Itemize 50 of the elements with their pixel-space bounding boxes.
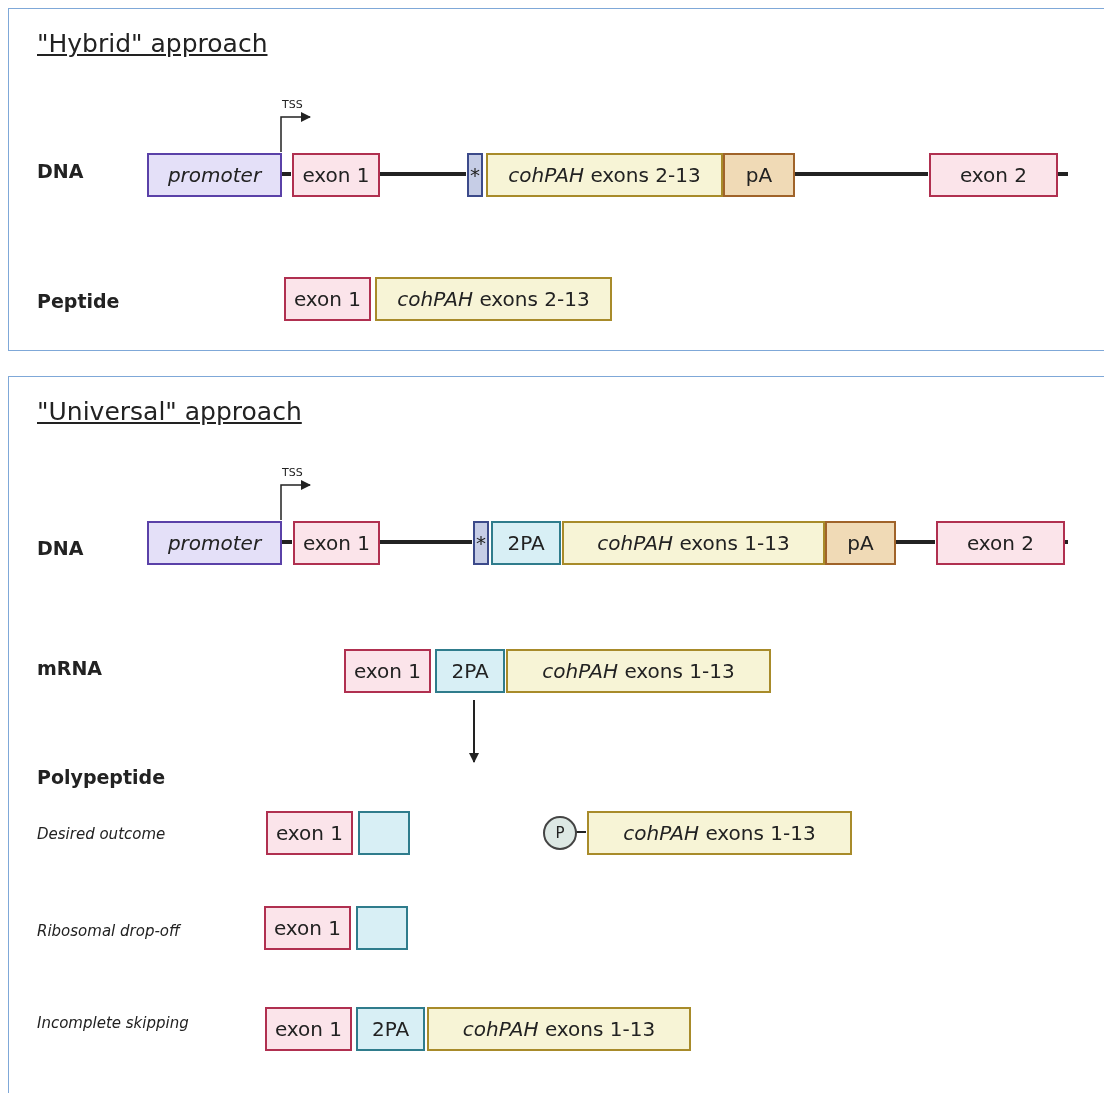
gene-box: cohPAH exons 1-13 (427, 1007, 691, 1051)
panel-title: "Universal" approach (37, 397, 302, 426)
peptide-box: 2PA (491, 521, 561, 565)
peptide-box: 2PA (435, 649, 505, 693)
tss-label: TSS (282, 466, 303, 479)
tss-label: TSS (282, 98, 303, 111)
gene-box: cohPAH exons 2-13 (375, 277, 612, 321)
exon-box: exon 1 (264, 906, 351, 950)
row-label: mRNA (37, 657, 103, 679)
arrow (469, 699, 479, 763)
empty-peptide-box (356, 906, 408, 950)
panel-title: "Hybrid" approach (37, 29, 268, 58)
panel-frame (8, 376, 1104, 1093)
dna-line (379, 172, 466, 176)
row-label: DNA (37, 160, 84, 182)
marker-box: * (467, 153, 483, 197)
promoter-box: promoter (147, 521, 282, 565)
connector-line (575, 831, 587, 833)
peptide-box: 2PA (356, 1007, 425, 1051)
exon-box: exon 1 (266, 811, 353, 855)
polya-box: pA (723, 153, 795, 197)
promoter-box: promoter (147, 153, 282, 197)
marker-box: * (473, 521, 489, 565)
gene-box: cohPAH exons 1-13 (562, 521, 825, 565)
row-label: Peptide (37, 290, 120, 312)
panel-frame (8, 8, 1104, 351)
outcome-label: Desired outcome (37, 825, 166, 843)
gene-box: cohPAH exons 1-13 (506, 649, 771, 693)
polya-box: pA (825, 521, 896, 565)
row-label: DNA (37, 537, 84, 559)
phosphate-circle: P (543, 816, 577, 850)
exon-box: exon 2 (936, 521, 1065, 565)
dna-line (281, 540, 292, 544)
dna-line (281, 172, 291, 176)
dna-line (379, 540, 472, 544)
dna-line (895, 540, 935, 544)
empty-peptide-box (358, 811, 410, 855)
gene-box: cohPAH exons 2-13 (486, 153, 723, 197)
dna-line (1057, 172, 1068, 176)
exon-box: exon 1 (344, 649, 431, 693)
exon-box: exon 1 (292, 153, 380, 197)
outcome-label: Ribosomal drop-off (37, 922, 180, 940)
gene-box: cohPAH exons 1-13 (587, 811, 852, 855)
exon-box: exon 1 (284, 277, 371, 321)
row-label: Polypeptide (37, 766, 166, 788)
exon-box: exon 2 (929, 153, 1058, 197)
outcome-label: Incomplete skipping (37, 1014, 189, 1032)
exon-box: exon 1 (265, 1007, 352, 1051)
exon-box: exon 1 (293, 521, 380, 565)
dna-line (794, 172, 928, 176)
